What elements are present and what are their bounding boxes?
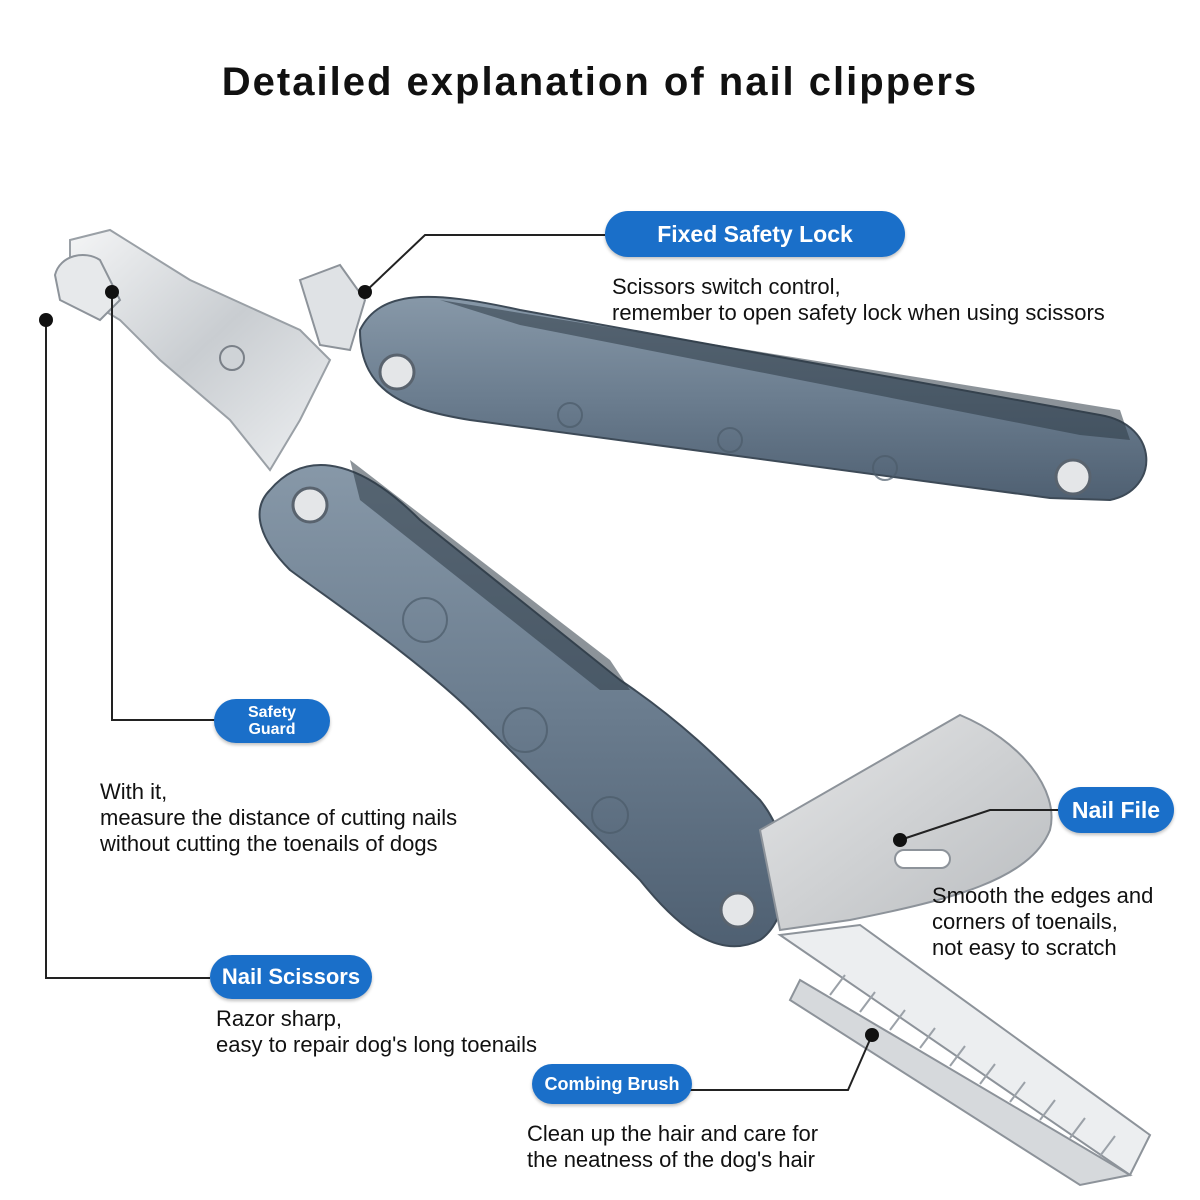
blade-screw	[219, 345, 245, 371]
dot-nail-file	[893, 833, 907, 847]
fixed-safety-lock-desc: Scissors switch control, remember to ope…	[612, 274, 1105, 325]
nail-scissors-label: Nail Scissors	[210, 955, 372, 999]
nail-file	[758, 713, 1053, 932]
lower-handle-screw-top	[291, 486, 329, 524]
fixed-safety-lock-label: Fixed Safety Lock	[605, 211, 905, 257]
nail-file-label: Nail File	[1058, 787, 1174, 833]
combing-brush-desc: Clean up the hair and care for the neatn…	[527, 1121, 819, 1172]
lower-handle	[258, 460, 788, 948]
combing-brush-label: Combing Brush	[532, 1064, 692, 1104]
leader-lines	[45, 234, 1058, 1091]
leader-dots	[39, 285, 907, 1042]
upper-handle-screw-left	[378, 353, 416, 391]
leader-fixed-safety-lock	[364, 234, 605, 293]
leader-combing-brush	[690, 1034, 873, 1091]
combing-brush	[777, 923, 1152, 1187]
safety-guard-label: Safety Guard	[214, 699, 330, 743]
page-title: Detailed explanation of nail clippers	[221, 60, 979, 104]
dot-safety-guard	[105, 285, 119, 299]
nail-file-desc: Smooth the edges and corners of toenails…	[932, 883, 1154, 960]
lower-handle-screw-bottom	[719, 891, 757, 929]
leader-nail-scissors	[45, 320, 210, 979]
upper-handle	[358, 295, 1148, 502]
leader-safety-guard	[111, 292, 215, 721]
safety-guard-desc: With it, measure the distance of cutting…	[100, 779, 458, 856]
nail-scissors-desc: Razor sharp, easy to repair dog's long t…	[216, 1006, 537, 1057]
dot-nail-scissors	[39, 313, 53, 327]
dot-fixed-safety-lock	[358, 285, 372, 299]
dot-combing-brush	[865, 1028, 879, 1042]
leader-nail-file	[899, 809, 1058, 841]
clipper-jaws	[53, 228, 367, 472]
upper-handle-screw-right	[1054, 458, 1092, 496]
